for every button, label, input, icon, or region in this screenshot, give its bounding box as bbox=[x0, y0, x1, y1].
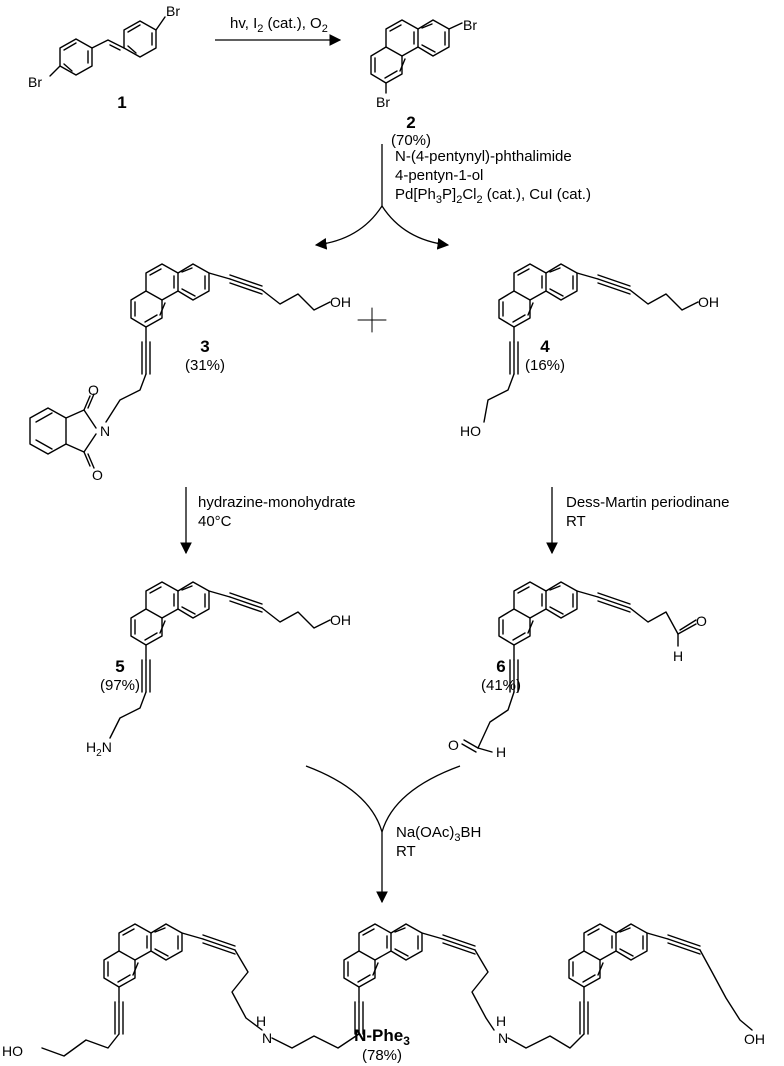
amine-group: H2N bbox=[86, 739, 112, 759]
compound-3-structure: OH N O O bbox=[29, 264, 351, 483]
step2-reagent-1: N-(4-pentynyl)-phthalimide bbox=[395, 148, 572, 165]
aldehyde-hydrogen: H bbox=[673, 648, 683, 664]
compound-5-structure: OH H2N bbox=[86, 582, 351, 759]
compound-5-yield: (97%) bbox=[100, 677, 140, 694]
hydroxyl-group: OH bbox=[744, 1031, 765, 1047]
aldehyde-hydrogen: H bbox=[496, 744, 506, 760]
final-product-structure: HO H N H N OH bbox=[2, 924, 765, 1059]
aldehyde-oxygen: O bbox=[696, 613, 707, 629]
step4-reagent: Dess-Martin periodinane bbox=[566, 494, 729, 511]
secondary-amine: N bbox=[498, 1030, 508, 1046]
step2-catalysts: Pd[Ph3P]2Cl2 (cat.), CuI (cat.) bbox=[395, 186, 591, 206]
compound-2-structure: Br Br bbox=[370, 17, 477, 110]
hydroxyl-group: OH bbox=[330, 294, 351, 310]
compound-4-yield: (16%) bbox=[525, 357, 565, 374]
hydroxyl-group: HO bbox=[460, 423, 481, 439]
carbonyl-oxygen: O bbox=[92, 467, 103, 483]
plus-sign bbox=[357, 307, 387, 333]
step2-reagent-2: 4-pentyn-1-ol bbox=[395, 167, 483, 184]
bromine-atom: Br bbox=[28, 74, 42, 90]
compound-6-structure: O H O H bbox=[448, 582, 707, 760]
reaction-arrow-step2-left bbox=[314, 205, 383, 250]
hydroxyl-group: HO bbox=[2, 1043, 23, 1059]
compound-2-yield: (70%) bbox=[391, 132, 431, 149]
compound-1-number: 1 bbox=[117, 93, 126, 112]
reaction-arrow-step2-right bbox=[381, 205, 450, 250]
compound-1-structure: Br Br bbox=[28, 3, 180, 90]
compound-2-number: 2 bbox=[406, 113, 415, 132]
compound-4-number: 4 bbox=[540, 337, 550, 356]
compound-3-yield: (31%) bbox=[185, 357, 225, 374]
nitrogen-atom: N bbox=[100, 423, 110, 439]
step1-conditions: hv, I2 (cat.), O2 bbox=[230, 15, 328, 35]
compound-3-number: 3 bbox=[200, 337, 209, 356]
compound-6-number: 6 bbox=[496, 657, 505, 676]
aldehyde-oxygen: O bbox=[448, 737, 459, 753]
reaction-arrow-step5-left bbox=[305, 765, 383, 833]
compound-6-yield: (41%) bbox=[481, 677, 521, 694]
secondary-amine: N bbox=[262, 1030, 272, 1046]
compound-5-number: 5 bbox=[115, 657, 124, 676]
step3-reagent: hydrazine-monohydrate bbox=[198, 494, 356, 511]
secondary-amine: H bbox=[256, 1013, 266, 1029]
bromine-atom: Br bbox=[463, 17, 477, 33]
hydroxyl-group: OH bbox=[698, 294, 719, 310]
carbonyl-oxygen: O bbox=[88, 382, 99, 398]
step5-temperature: RT bbox=[396, 843, 416, 860]
secondary-amine: H bbox=[496, 1013, 506, 1029]
hydroxyl-group: OH bbox=[330, 612, 351, 628]
final-product-yield: (78%) bbox=[362, 1047, 402, 1064]
final-product-name: N-Phe3 bbox=[354, 1026, 410, 1048]
step5-reagent: Na(OAc)3BH bbox=[396, 824, 481, 844]
compound-4-structure: OH HO bbox=[460, 264, 719, 439]
reaction-arrow-step5-right bbox=[381, 765, 461, 833]
step4-temperature: RT bbox=[566, 513, 586, 530]
bromine-atom: Br bbox=[376, 94, 390, 110]
bromine-atom: Br bbox=[166, 3, 180, 19]
step3-temperature: 40°C bbox=[198, 513, 232, 530]
